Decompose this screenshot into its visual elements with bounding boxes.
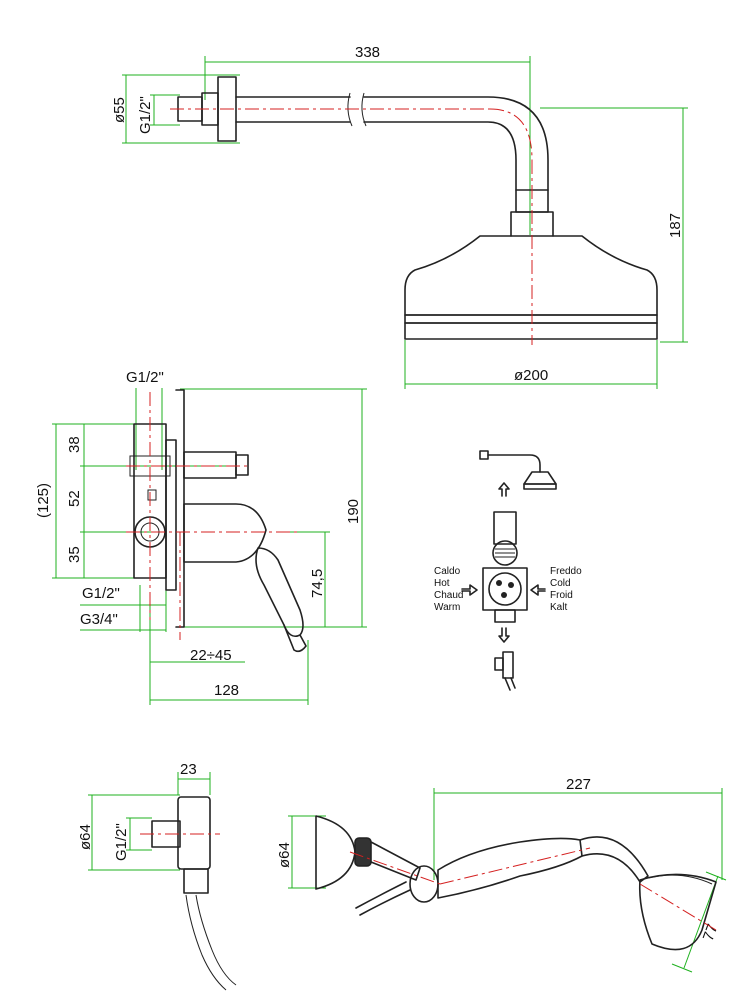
mini-mixer-bottom (494, 609, 516, 623)
diverter-stem (183, 451, 237, 479)
outlet-body (177, 796, 211, 870)
cold-arrow-icon (530, 584, 546, 596)
hot-arrow-icon (461, 584, 478, 596)
shower-head-body (404, 235, 658, 316)
mixer-depth-128-label: 128 (214, 682, 239, 699)
mixer-35-label: 35 (66, 546, 83, 563)
cold-label-3: Kalt (550, 602, 567, 613)
hot-label-1: Hot (434, 578, 450, 589)
hose-nut (409, 865, 439, 903)
hand-shower-neck (579, 836, 649, 883)
mini-arm (487, 454, 541, 473)
holder-cup (315, 815, 356, 890)
cold-label-2: Froid (550, 590, 573, 601)
mixer-valve-view: G1/2" 190 (125) 38 52 35 74,5 G1/2" G3/4… (35, 369, 367, 705)
outlet-diameter-label: ø64 (77, 824, 94, 850)
mini-mixer-disc (488, 572, 522, 606)
head-size-label: 77 (700, 922, 722, 943)
hot-label-3: Warm (434, 602, 460, 613)
arrow-down-icon (498, 627, 510, 643)
cold-label-0: Freddo (550, 566, 582, 577)
valve-marker (147, 489, 157, 501)
mixer-52-label: 52 (66, 490, 83, 507)
holder-arm (370, 841, 421, 881)
mixer-74-5-label: 74,5 (309, 569, 326, 598)
shower-head-ring (404, 314, 658, 324)
mini-valve-top (493, 511, 517, 545)
mixer-inlet-thread-label: G3/4" (80, 611, 118, 628)
hot-label-0: Caldo (434, 566, 461, 577)
mini-hose (504, 677, 516, 691)
mixer-height-label: 190 (345, 499, 362, 524)
shower-arm-view: 338 ø55 G1/2" 187 ø200 (111, 44, 688, 389)
hand-shower-head (638, 873, 717, 951)
arm-thread-label: G1/2" (137, 96, 154, 134)
head-diameter-label: ø200 (514, 367, 548, 384)
arm-height-label: 187 (667, 213, 684, 238)
holder-diameter-label: ø64 (276, 842, 293, 868)
mini-head (523, 471, 557, 485)
cold-label-1: Cold (550, 578, 571, 589)
hand-shower-length-label: 227 (566, 776, 591, 793)
arm-break-mark (347, 92, 367, 127)
wall-outlet-view: 23 ø64 G1/2" (77, 761, 237, 991)
mixer-depth-range-label: 22÷45 (190, 647, 232, 664)
mixer-38-label: 38 (66, 436, 83, 453)
lever-base (183, 503, 267, 563)
mini-head-face (523, 483, 557, 490)
shower-head-face (404, 322, 658, 340)
mixer-top-thread-label: G1/2" (126, 369, 164, 386)
holder-joint (354, 837, 372, 867)
mini-arm-flange (479, 450, 489, 460)
mixer-outlet-thread-label: G1/2" (82, 585, 120, 602)
outlet-width-label: 23 (180, 761, 197, 778)
outlet-nut (183, 868, 209, 894)
mini-outlet-body (502, 651, 514, 679)
arm-length-label: 338 (355, 44, 380, 61)
hand-hose (355, 881, 411, 916)
shower-arm-pipe (235, 96, 549, 191)
valve-plate (165, 439, 177, 591)
mini-diverter (492, 540, 518, 566)
arrow-up-icon (498, 482, 510, 497)
hand-head-rim (647, 874, 713, 885)
wall-flange (217, 76, 237, 142)
mixer-125-label: (125) (35, 483, 52, 518)
flange-diameter-label: ø55 (111, 97, 128, 123)
lever-handle (255, 547, 304, 638)
hand-shower-view: 227 ø64 77 (276, 776, 727, 973)
outlet-hose (185, 894, 237, 991)
flow-schematic: Caldo Hot Chaud Warm Freddo Cold Froid K… (434, 450, 582, 691)
diverter-knob (235, 454, 249, 476)
hand-shower-handle (437, 837, 583, 899)
outlet-thread-label: G1/2" (113, 823, 130, 861)
lever-tip (283, 624, 307, 653)
mini-outlet-nipple (494, 657, 504, 671)
hot-label-2: Chaud (434, 590, 463, 601)
